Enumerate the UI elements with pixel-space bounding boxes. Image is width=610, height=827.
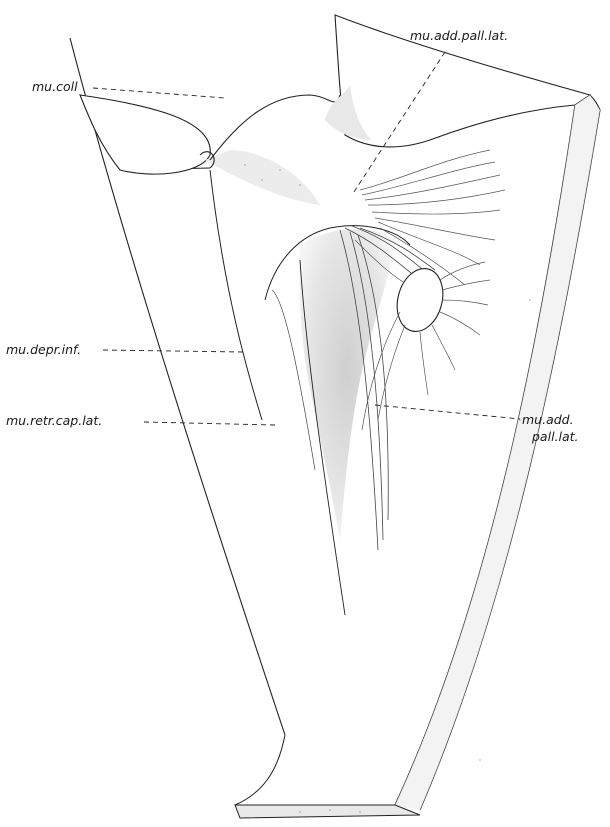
- label-mu-add-pall-lat-right-1: mu.add.: [522, 413, 574, 427]
- leader-mu-depr-inf: [103, 350, 243, 352]
- label-mu-coll: mu.coll: [32, 80, 78, 94]
- label-mu-depr-inf: mu.depr.inf.: [6, 343, 81, 357]
- leader-mu-add-pall-lat-right: [375, 405, 520, 419]
- mantle-fold-line: [235, 735, 285, 805]
- collar-shadow: [205, 150, 320, 205]
- collar-left-lobe: [80, 95, 210, 174]
- mantle-right-border-inner: [395, 105, 575, 805]
- label-mu-add-pall-lat-top: mu.add.pall.lat.: [410, 29, 508, 43]
- leader-mu-retr-cap-lat: [144, 422, 275, 425]
- label-mu-add-pall-lat-right-2: pall.lat.: [532, 430, 579, 444]
- body-inner-left-line: [210, 170, 262, 420]
- muscle-insertion-oval: [390, 263, 449, 336]
- muscle-cavity: [299, 229, 395, 540]
- leader-mu-coll: [93, 88, 225, 98]
- bottom-cut-edge: [235, 805, 420, 818]
- label-mu-retr-cap-lat: mu.retr.cap.lat.: [6, 414, 102, 428]
